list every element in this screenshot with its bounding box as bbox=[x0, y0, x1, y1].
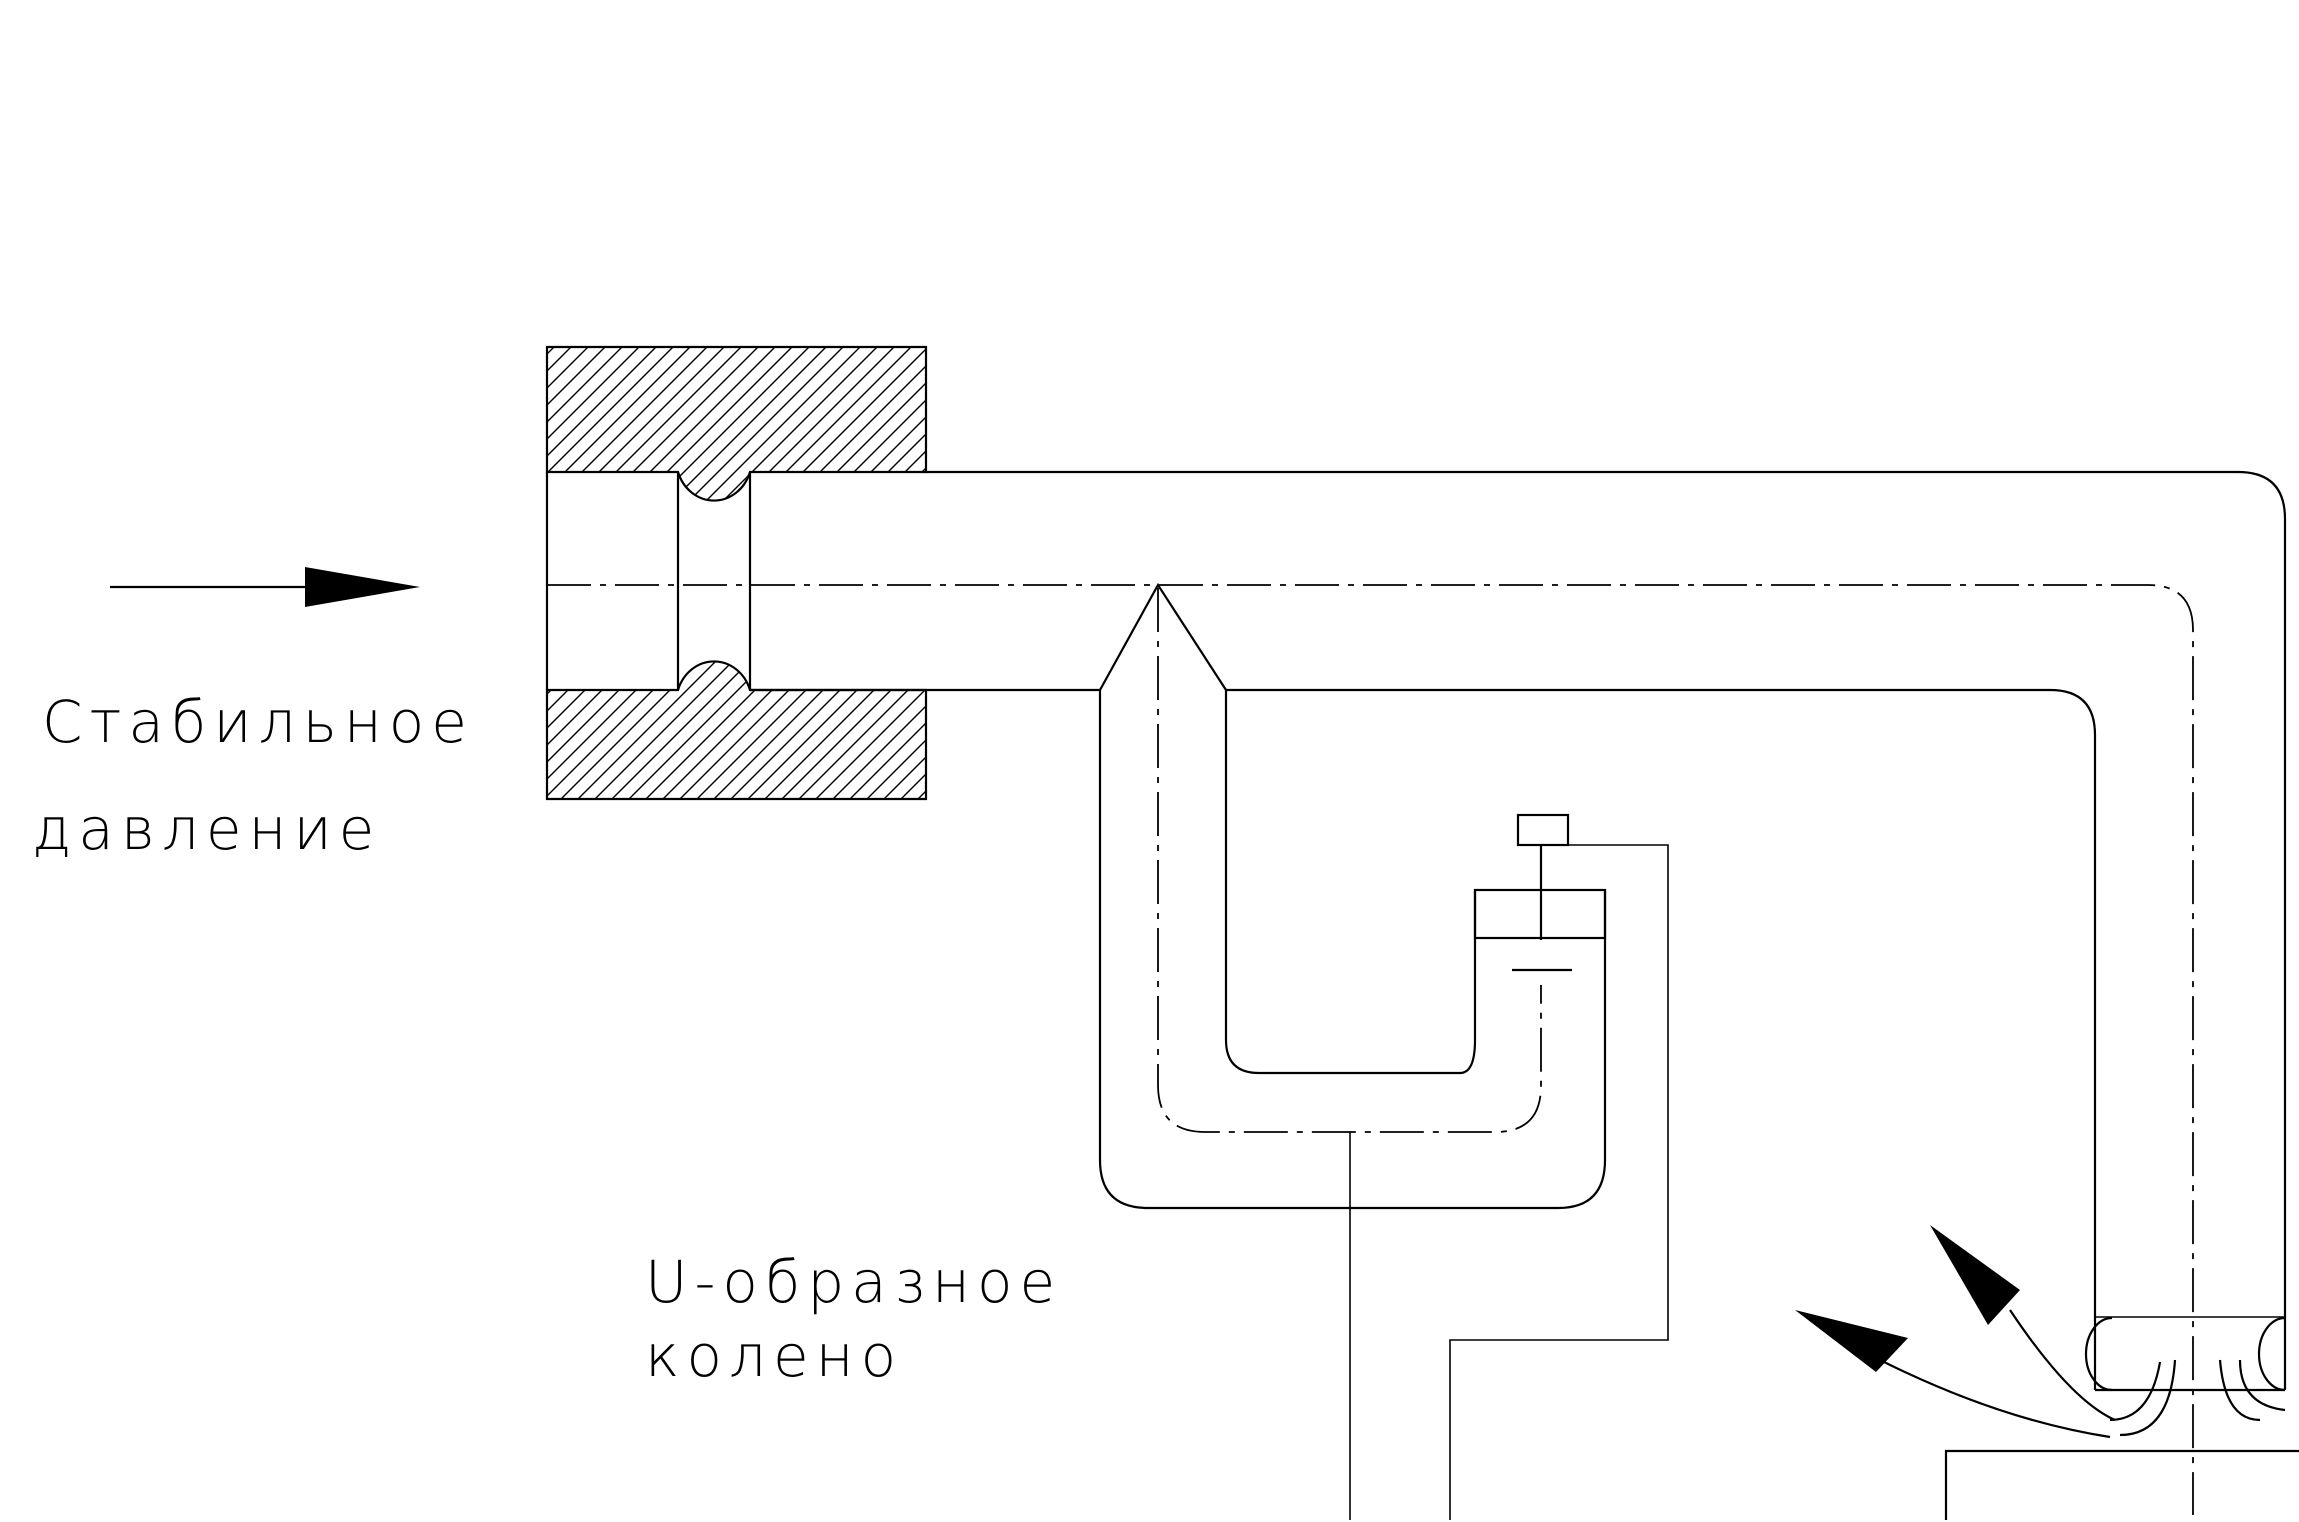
u-tube bbox=[1098, 582, 1607, 1210]
stable-pressure-label-line1: Стабильное bbox=[42, 688, 474, 756]
stable-pressure-label-line2: давление bbox=[32, 795, 382, 863]
inlet-arrow bbox=[110, 567, 420, 607]
connection-lines bbox=[1349, 844, 1669, 1520]
hatched-fitting bbox=[545, 345, 928, 801]
outlet-arrows bbox=[1795, 1225, 2116, 1439]
u-bend-label-line2: колено bbox=[645, 1322, 904, 1390]
main-pipe bbox=[750, 470, 2287, 1390]
receiver-box bbox=[1944, 1449, 2299, 1520]
outlet-nozzle bbox=[2084, 1316, 2286, 1437]
u-bend-label-line1: U-образное bbox=[645, 1248, 1063, 1316]
